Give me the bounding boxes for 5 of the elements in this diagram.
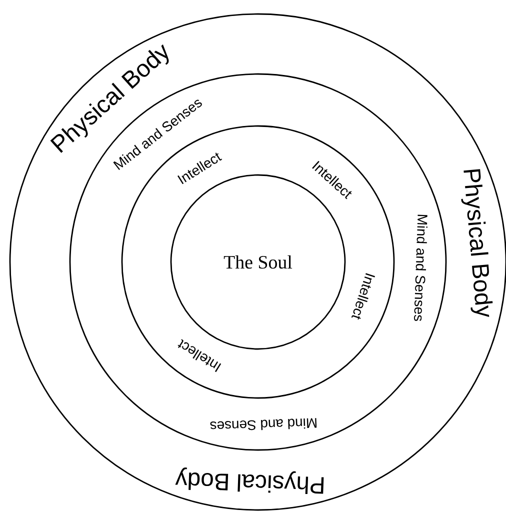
ring-label: Physical Body	[461, 169, 493, 318]
ring-label: Intellect	[352, 273, 376, 320]
ring-label: Physical Body	[175, 467, 324, 494]
ring-label: Mind and Senses	[414, 214, 428, 321]
ring-label: Mind and Senses	[210, 418, 317, 430]
